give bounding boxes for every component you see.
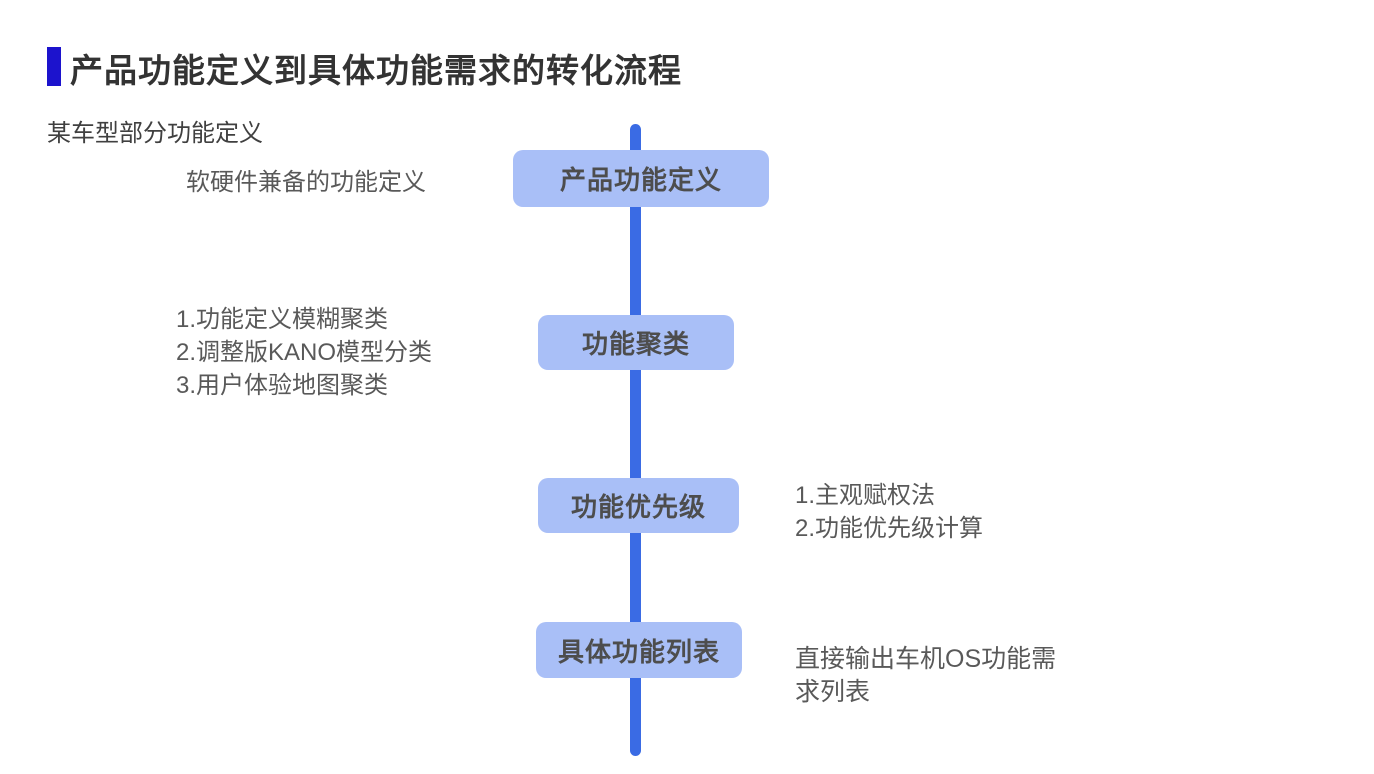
annotation-node3-right: 1.主观赋权法 2.功能优先级计算: [795, 479, 983, 545]
annotation-node1-left: 软硬件兼备的功能定义: [186, 166, 426, 199]
annotation-line: 1.功能定义模糊聚类: [176, 306, 389, 333]
annotation-line: 直接输出车机OS功能需: [795, 645, 1057, 673]
annotation-node4-right: 直接输出车机OS功能需 求列表: [795, 643, 1056, 709]
flow-node-function-clustering: 功能聚类: [538, 315, 734, 370]
annotation-line: 2.功能优先级计算: [795, 515, 984, 542]
title-accent-bar: [47, 47, 61, 86]
annotation-line: 3.用户体验地图聚类: [176, 372, 389, 399]
flow-node-function-priority: 功能优先级: [538, 478, 739, 533]
annotation-line: 2.调整版KANO模型分类: [176, 339, 433, 366]
page-subtitle: 某车型部分功能定义: [47, 120, 263, 147]
annotation-line: 求列表: [795, 678, 871, 706]
annotation-line: 软硬件兼备的功能定义: [186, 169, 426, 196]
flow-node-product-function-definition: 产品功能定义: [513, 150, 769, 207]
annotation-node2-left: 1.功能定义模糊聚类 2.调整版KANO模型分类 3.用户体验地图聚类: [176, 303, 432, 402]
page-title: 产品功能定义到具体功能需求的转化流程: [70, 52, 682, 89]
flow-node-specific-function-list: 具体功能列表: [536, 622, 742, 678]
flow-timeline-line: [630, 124, 641, 756]
annotation-line: 1.主观赋权法: [795, 482, 936, 509]
